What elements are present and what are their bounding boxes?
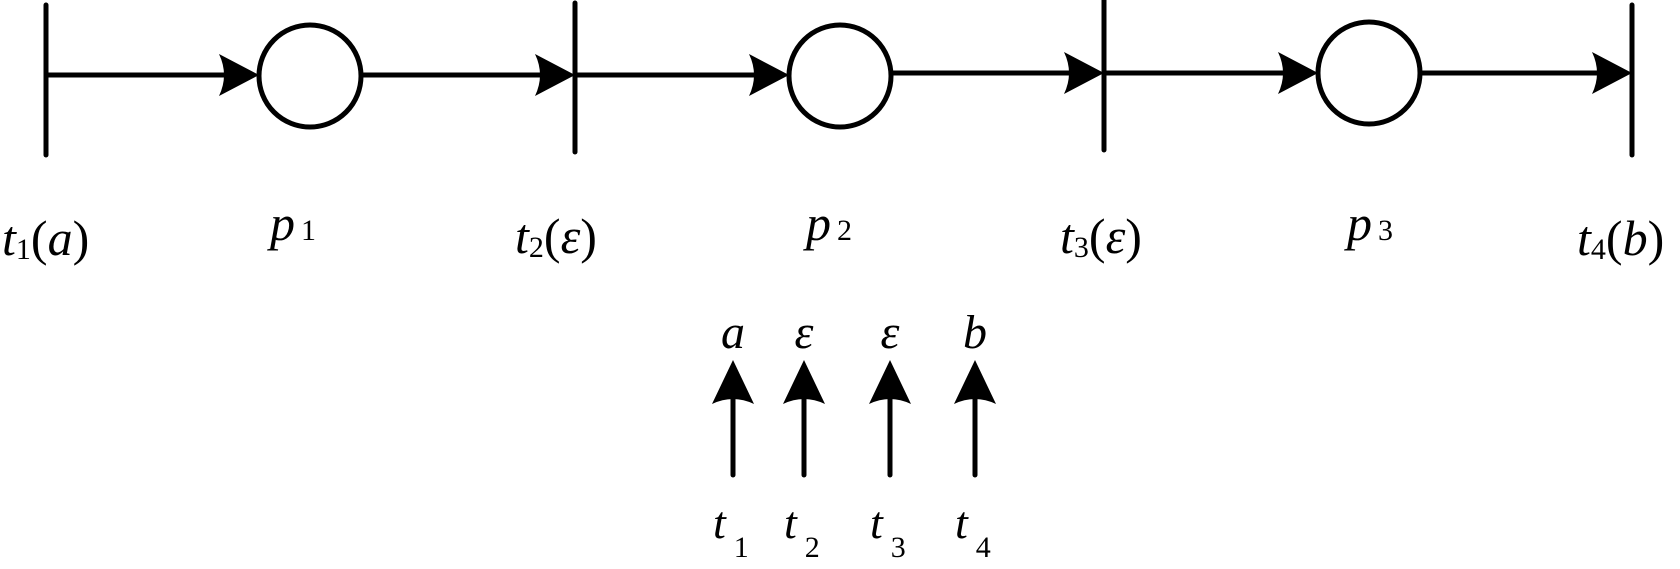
- close-paren: ): [73, 210, 90, 266]
- arrowhead-icon: [535, 54, 575, 96]
- mapping-transition-base: t: [713, 497, 727, 548]
- transition-label-t1-base: t: [2, 210, 17, 266]
- arrow-up-icon: [712, 360, 754, 404]
- arc-t2-p2: [575, 54, 789, 96]
- place-p1: [256, 22, 364, 130]
- mapping-transition-base: t: [784, 497, 798, 548]
- mapping-transition-subscript: 1: [734, 531, 749, 564]
- arrowhead-icon: [219, 54, 259, 96]
- event-label: b: [1623, 210, 1648, 266]
- arrow-up-icon: [869, 360, 911, 404]
- place-p2: [786, 22, 894, 130]
- place-label-p1-subscript: 1: [301, 214, 316, 247]
- open-paren: (: [544, 208, 561, 264]
- event-label: ε: [561, 208, 581, 264]
- transition-label-t1: t1(a): [2, 210, 89, 266]
- place-label-p3-subscript: 3: [1378, 214, 1393, 247]
- arc-p1-t2: [361, 54, 575, 96]
- transition-label-t2-subscript: 2: [529, 231, 544, 264]
- mapping-transition-base: t: [870, 497, 884, 548]
- arc-t1-p1: [46, 54, 259, 96]
- arc-p3-t4: [1420, 52, 1632, 94]
- close-paren: ): [1648, 210, 1665, 266]
- mapping-transition-subscript: 2: [805, 531, 820, 564]
- mapped-label: ε: [881, 306, 900, 359]
- place-label-p1-base: p: [267, 195, 295, 251]
- place-p3: [1315, 19, 1423, 127]
- nodes-layer: [43, 0, 1635, 158]
- close-paren: ): [1125, 208, 1142, 264]
- close-paren: ): [580, 208, 597, 264]
- arrow-up-icon: [954, 360, 996, 404]
- arrowhead-icon: [1278, 52, 1318, 94]
- transition-label-t1-subscript: 1: [16, 233, 31, 266]
- arrow-up-icon: [783, 360, 825, 404]
- transition-label-t4: t4(b): [1577, 210, 1664, 266]
- transition-label-t4-subscript: 4: [1591, 233, 1606, 266]
- event-label: a: [48, 210, 73, 266]
- transition-label-t3-subscript: 3: [1074, 231, 1089, 264]
- open-paren: (: [1606, 210, 1623, 266]
- arc-p2-t3: [891, 52, 1104, 94]
- place-label-p3-base: p: [1344, 195, 1372, 251]
- arrowhead-icon: [749, 54, 789, 96]
- open-paren: (: [31, 210, 48, 266]
- transition-label-t3-base: t: [1060, 208, 1075, 264]
- arrowhead-icon: [1592, 52, 1632, 94]
- transition-label-t4-base: t: [1577, 210, 1592, 266]
- arrowhead-icon: [1064, 52, 1104, 94]
- transition-label-t2-base: t: [515, 208, 530, 264]
- event-label: ε: [1106, 208, 1126, 264]
- arc-t3-p3: [1104, 52, 1318, 94]
- mapped-label: ε: [795, 306, 814, 359]
- transition-label-t2: t2(ε): [515, 208, 597, 264]
- place-label-p2-base: p: [803, 195, 831, 251]
- arcs-layer: [46, 52, 1632, 96]
- mapping-transition-subscript: 3: [891, 531, 906, 564]
- mapping-transition-subscript: 4: [976, 531, 991, 564]
- transition-label-t3: t3(ε): [1060, 208, 1142, 264]
- mapping-transition-base: t: [955, 497, 969, 548]
- mapped-label: b: [963, 306, 987, 359]
- place-label-p2-subscript: 2: [837, 214, 852, 247]
- open-paren: (: [1089, 208, 1106, 264]
- mapped-label: a: [721, 306, 745, 359]
